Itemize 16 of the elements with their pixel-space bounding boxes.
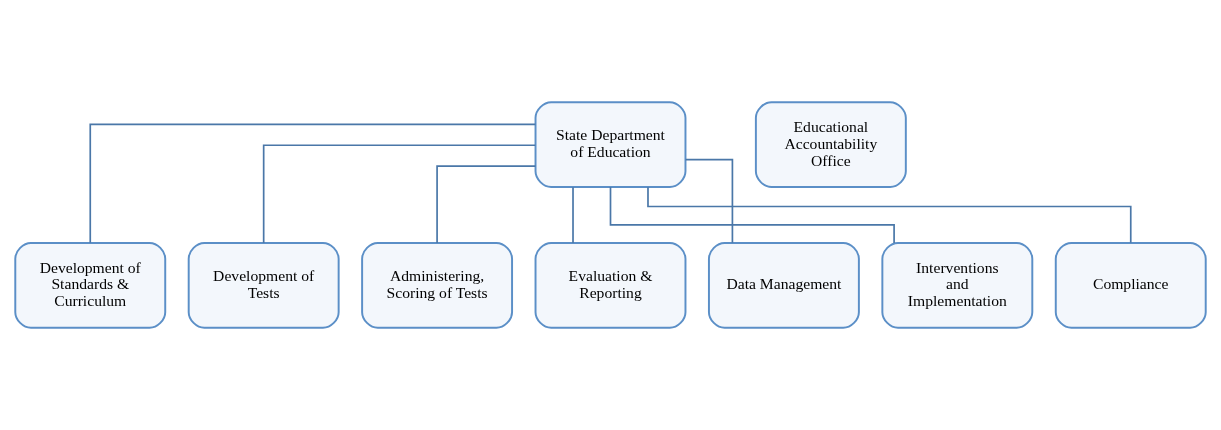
node-box: Administering, Scoring of Tests: [361, 242, 514, 329]
connector: [436, 165, 537, 244]
connector: [684, 158, 734, 244]
connector: [262, 144, 537, 244]
connector: [647, 186, 1132, 244]
node-box: Interventions and Implementation: [881, 242, 1034, 329]
node-box: Evaluation & Reporting: [534, 242, 687, 329]
node-box: Data Management: [707, 242, 860, 329]
connector: [609, 186, 895, 244]
node-box: Development of Tests: [187, 242, 340, 329]
node-box: Educational Accountability Office: [754, 101, 907, 188]
node-box: Compliance: [1054, 242, 1207, 329]
connector: [572, 186, 574, 244]
node-box: Development of Standards & Curriculum: [14, 242, 167, 329]
node-box: State Department of Education: [534, 101, 687, 188]
connector: [89, 123, 537, 244]
